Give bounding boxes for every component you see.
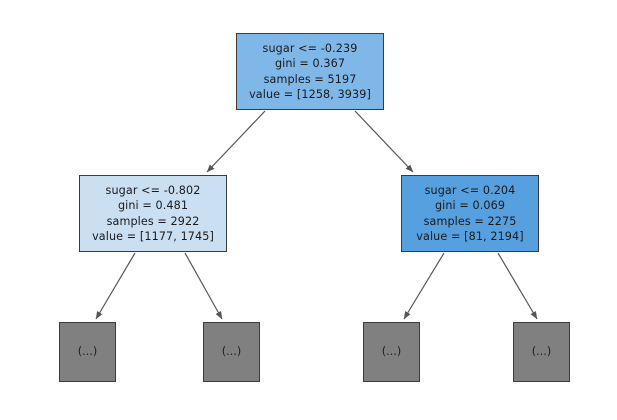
node-text-line: sugar <= -0.239 — [262, 41, 358, 55]
tree-node-left-child[interactable]: sugar <= -0.802 gini = 0.481 samples = 292… — [79, 175, 227, 252]
leaf-truncation-label: (...) — [381, 345, 402, 358]
tree-node-right-child[interactable]: sugar <= 0.204 gini = 0.069 samples = 2275… — [401, 175, 539, 252]
node-text-line: gini = 0.069 — [434, 199, 506, 212]
node-text-line: value = [1258, 3939] — [249, 88, 371, 101]
edge-right-leaf4 — [497, 252, 538, 320]
tree-leaf-leaf-3[interactable]: (...) — [363, 322, 420, 382]
edge-right-leaf3 — [403, 252, 445, 320]
edge-root-right — [354, 110, 414, 173]
edge-root-left — [206, 110, 266, 173]
leaf-truncation-label: (...) — [77, 345, 98, 358]
tree-node-root[interactable]: sugar <= -0.239 gini = 0.367 samples = 519… — [236, 33, 384, 110]
tree-leaf-leaf-2[interactable]: (...) — [203, 322, 260, 382]
node-text-line: value = [81, 2194] — [416, 230, 524, 243]
node-text-line: sugar <= 0.204 — [424, 183, 516, 197]
tree-leaf-leaf-1[interactable]: (...) — [59, 322, 116, 382]
tree-leaf-leaf-4[interactable]: (...) — [513, 322, 570, 382]
edge-left-leaf1 — [95, 252, 136, 320]
node-text-line: samples = 2275 — [423, 214, 517, 228]
edge-left-leaf2 — [184, 252, 223, 320]
leaf-truncation-label: (...) — [531, 345, 552, 358]
node-text-line: gini = 0.481 — [117, 199, 189, 212]
node-text-line: gini = 0.367 — [274, 57, 346, 70]
node-text-line: sugar <= -0.802 — [105, 183, 201, 197]
leaf-truncation-label: (...) — [221, 345, 242, 358]
node-text-line: value = [1177, 1745] — [92, 230, 214, 243]
node-text-line: samples = 5197 — [263, 72, 357, 86]
node-text-line: samples = 2922 — [106, 214, 200, 228]
